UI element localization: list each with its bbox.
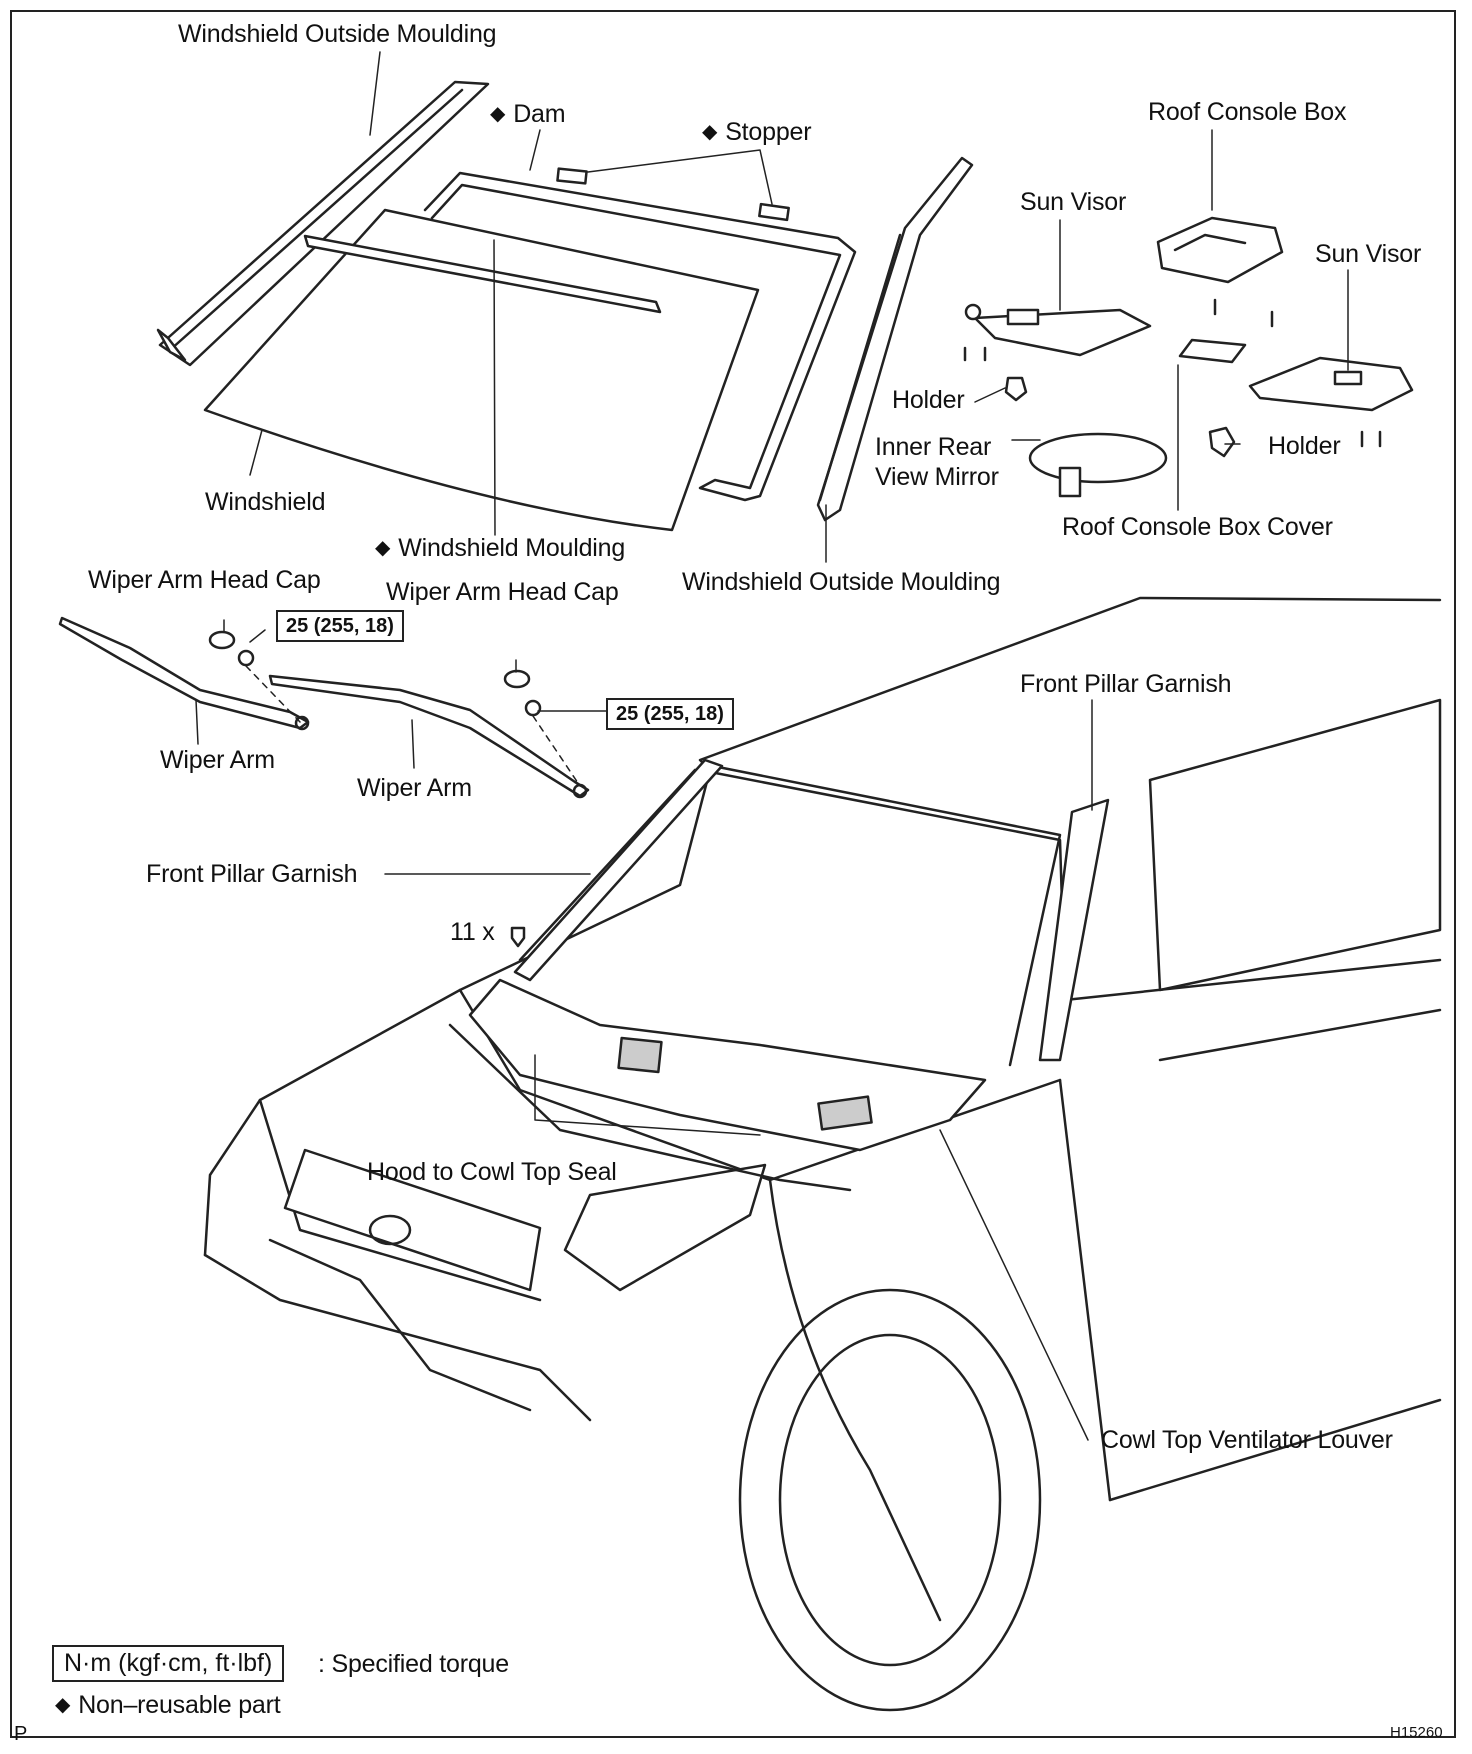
clip-part (510, 926, 526, 948)
roof-console-box-part (1156, 216, 1284, 328)
inner-rear-view-mirror-part (1028, 432, 1168, 498)
vehicle-body-part (203, 596, 1442, 1712)
nut-left (237, 649, 255, 667)
wiper-head-cap-left (208, 630, 236, 650)
label-wiper-arm-right: Wiper Arm (357, 774, 472, 802)
label-clip-count: 11 x (450, 918, 495, 946)
label-inner-rear-view-mirror: Inner Rear View Mirror (875, 433, 999, 491)
label-stopper: Stopper (725, 118, 812, 146)
label-holder-left: Holder (892, 386, 965, 414)
wiper-arm-right-part (268, 674, 590, 799)
non-reusable-marker-icon: ◆ (375, 537, 391, 559)
label-dam: Dam (513, 100, 566, 128)
legend-non-reusable-desc: Non–reusable part (78, 1691, 281, 1719)
windshield-outside-moulding-left-part (156, 80, 490, 367)
label-wiper-arm-left: Wiper Arm (160, 746, 275, 774)
figure-code: H15260 (1390, 1724, 1443, 1741)
page-marker: P (14, 1723, 28, 1745)
windshield-part (203, 208, 760, 532)
stopper-2 (758, 202, 790, 222)
label-windshield-moulding-wrap: ◆ Windshield Moulding (375, 536, 625, 561)
label-windshield: Windshield (205, 488, 326, 516)
label-roof-console-box-cover: Roof Console Box Cover (1062, 513, 1333, 541)
sun-visor-right-part (1248, 356, 1414, 412)
label-sun-visor-right: Sun Visor (1315, 240, 1422, 268)
legend-torque-unit: N·m (kgf·cm, ft·lbf) (52, 1645, 285, 1682)
non-reusable-marker-icon: ◆ (55, 1694, 71, 1716)
label-roof-console-box: Roof Console Box (1148, 98, 1347, 126)
torque-spec-right: 25 (255, 18) (606, 698, 734, 730)
non-reusable-marker-icon: ◆ (702, 121, 718, 143)
label-hood-to-cowl-top-seal: Hood to Cowl Top Seal (367, 1158, 617, 1186)
nut-right (524, 699, 542, 717)
front-pillar-garnish-left-part (513, 758, 724, 982)
stopper-1 (556, 167, 588, 185)
label-cowl-top-ventilator-louver: Cowl Top Ventilator Louver (1101, 1426, 1393, 1454)
label-wiper-arm-head-cap-right: Wiper Arm Head Cap (386, 578, 619, 606)
label-dam-wrap: ◆ Dam (490, 100, 566, 128)
roof-console-box-cover-part (1178, 338, 1247, 364)
label-holder-right: Holder (1268, 432, 1341, 460)
windshield-outside-moulding-right-part (816, 156, 974, 522)
wiper-arm-left-part (58, 616, 310, 731)
holder-right-part (1208, 426, 1382, 458)
dam-part (423, 171, 857, 502)
holder-left-part (1004, 376, 1028, 402)
non-reusable-marker-icon: ◆ (490, 103, 506, 125)
wiper-head-cap-right (503, 669, 531, 689)
legend-non-reusable: ◆ Non–reusable part (55, 1691, 281, 1719)
label-windshield-outside-moulding-bottom: Windshield Outside Moulding (682, 568, 1001, 596)
cowl-top-ventilator-louver-part (468, 978, 987, 1152)
label-stopper-wrap: ◆ Stopper (702, 118, 812, 146)
diagram-frame (10, 10, 1456, 1738)
windshield-moulding-part (303, 234, 662, 314)
car-windshield-part (518, 763, 1062, 1067)
label-front-pillar-garnish-right: Front Pillar Garnish (1020, 670, 1232, 698)
front-pillar-garnish-right-part (1038, 798, 1110, 1062)
label-wiper-arm-head-cap-left: Wiper Arm Head Cap (88, 566, 321, 594)
label-sun-visor-left: Sun Visor (1020, 188, 1127, 216)
leader-lines (195, 51, 1349, 1441)
grille-part (283, 1148, 542, 1292)
label-front-pillar-garnish-left: Front Pillar Garnish (146, 860, 358, 888)
label-windshield-moulding: Windshield Moulding (398, 534, 626, 562)
torque-spec-left: 25 (255, 18) (276, 610, 404, 642)
label-windshield-outside-moulding-top: Windshield Outside Moulding (178, 20, 497, 48)
hood-to-cowl-top-seal-part (448, 1023, 852, 1192)
headlight-part (563, 1163, 767, 1292)
legend-torque-desc: : Specified torque (318, 1650, 509, 1678)
sun-visor-left-part (963, 303, 1152, 362)
